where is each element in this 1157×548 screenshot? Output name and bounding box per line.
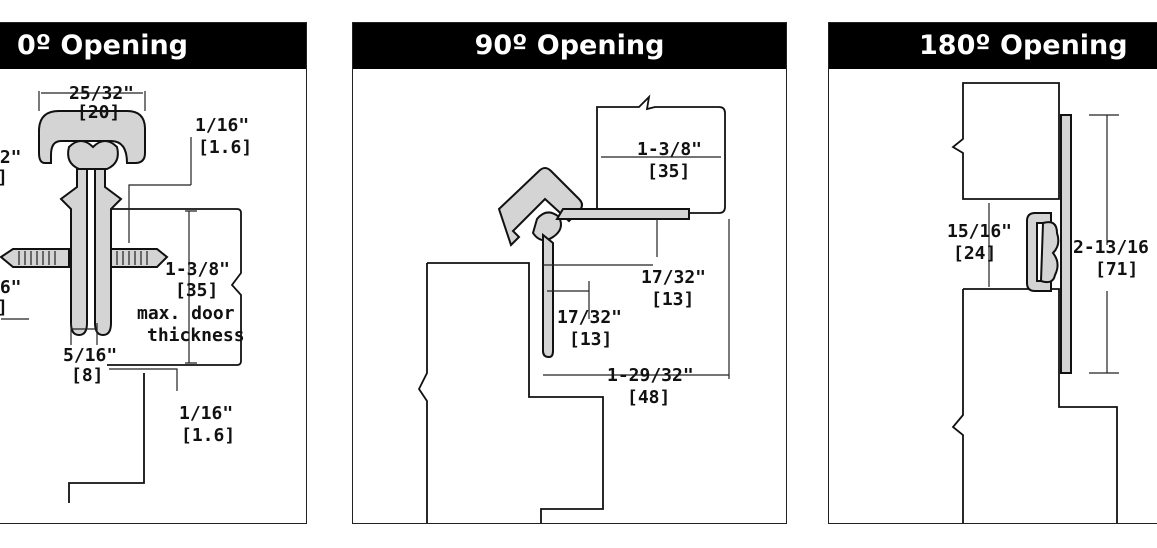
dim-offset-b-in: 17/32" bbox=[557, 307, 622, 328]
panel-90-opening: 90º Opening 1-3/8" [35] 17/32" [13] 17/3… bbox=[352, 22, 787, 524]
hinge-leaf-long bbox=[1060, 114, 1072, 374]
panel-title: 90º Opening bbox=[353, 23, 786, 69]
frame-outline bbox=[417, 262, 604, 523]
dim-left-b: 16" bbox=[0, 277, 22, 298]
dim-thickness-mm: [35] bbox=[175, 280, 218, 301]
screw-right bbox=[110, 248, 169, 268]
panel-0-opening: 0º Opening 25/32" [20] 32" ] 1/16" bbox=[0, 22, 307, 524]
hinge-diagram-0: 25/32" [20] 32" ] 1/16" [1.6] 16" ] 1-3/… bbox=[0, 83, 252, 503]
dim-center bbox=[70, 323, 98, 345]
panel-title: 180º Opening bbox=[829, 23, 1157, 69]
hinge-diagram-90: 1-3/8" [35] 17/32" [13] 17/32" [13] 1-29… bbox=[417, 94, 730, 523]
frame-outline bbox=[68, 373, 145, 503]
dim-overall-in: 1-29/32" bbox=[607, 365, 694, 386]
dim-offset-b bbox=[547, 281, 590, 319]
dim-overall bbox=[543, 219, 730, 379]
dim-gap-top-mm: [1.6] bbox=[198, 137, 252, 158]
dim-width bbox=[38, 91, 146, 111]
dim-span-mm: [71] bbox=[1095, 259, 1138, 280]
dim-offset-b-mm: [13] bbox=[569, 329, 612, 350]
dim-span bbox=[1089, 114, 1119, 374]
dim-overall-mm: [48] bbox=[627, 387, 670, 408]
dim-gap-in: 15/16" bbox=[947, 221, 1012, 242]
panel-180-opening: 180º Opening 15/16" [24] 2-13/16 [71] bbox=[828, 22, 1157, 524]
panel-title: 0º Opening bbox=[0, 23, 306, 69]
hinge-knuckle bbox=[67, 140, 119, 170]
dim-offset-a-in: 17/32" bbox=[641, 267, 706, 288]
dim-gap-bot bbox=[109, 368, 178, 391]
dim-width-mm: [20] bbox=[77, 102, 120, 123]
hinge-leaf-frame bbox=[542, 232, 554, 359]
hinge-knuckle bbox=[1039, 221, 1060, 284]
dim-gap-top-in: 1/16" bbox=[195, 115, 249, 136]
dim-left-b2: ] bbox=[0, 297, 8, 318]
door-outline bbox=[99, 208, 242, 366]
hinge-knuckle bbox=[531, 211, 562, 242]
dim-center-in: 5/16" bbox=[63, 345, 117, 366]
hinge-leaf-door bbox=[555, 208, 690, 220]
screw-left bbox=[0, 248, 70, 268]
dim-left-a: 32" bbox=[0, 147, 22, 168]
hinge-cap bbox=[38, 110, 146, 164]
dim-gap-bot-in: 1/16" bbox=[179, 403, 233, 424]
dim-thickness bbox=[185, 210, 197, 364]
dim-span-in: 2-13/16 bbox=[1073, 237, 1149, 258]
dim-offset-a bbox=[543, 219, 658, 266]
dim-offset-a-mm: [13] bbox=[651, 289, 694, 310]
door-upper-outline bbox=[951, 82, 1060, 200]
door-outline bbox=[596, 94, 726, 214]
dim-door-in: 1-3/8" bbox=[637, 139, 702, 160]
thickness-label: thickness bbox=[147, 325, 245, 346]
dim-width-in: 25/32" bbox=[69, 83, 134, 104]
hinge-diagram-180: 15/16" [24] 2-13/16 [71] bbox=[947, 82, 1149, 523]
max-door-label: max. door bbox=[137, 303, 235, 324]
hinge-cap bbox=[1026, 212, 1052, 292]
dim-left-a2: ] bbox=[0, 167, 8, 188]
dim-door-mm: [35] bbox=[647, 161, 690, 182]
dim-gap-top bbox=[128, 137, 192, 243]
dim-gap-bot-mm: [1.6] bbox=[181, 425, 235, 446]
dim-center-mm: [8] bbox=[71, 365, 104, 386]
dim-thickness-in: 1-3/8" bbox=[165, 259, 230, 280]
frame-lower-outline bbox=[951, 288, 1118, 523]
dim-gap-mm: [24] bbox=[953, 243, 996, 264]
